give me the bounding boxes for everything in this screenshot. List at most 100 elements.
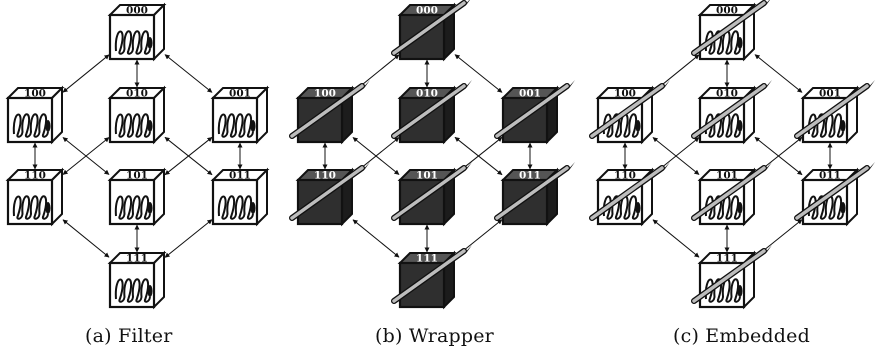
cube-embedded-011: 011 bbox=[794, 162, 875, 227]
spring-icon bbox=[602, 113, 639, 138]
cube-side-face bbox=[51, 167, 63, 227]
lattice-figure: 000 100 010 001 110 101 011 111 000 100 010 001 110 1… bbox=[5, 0, 875, 310]
wand-tip-icon bbox=[565, 162, 575, 173]
wand-icon bbox=[290, 166, 364, 220]
cube-side-face bbox=[256, 167, 268, 227]
cube-label: 001 bbox=[519, 88, 541, 100]
wand-icon bbox=[692, 166, 766, 220]
wand-tip-icon bbox=[762, 80, 772, 91]
cube-label: 001 bbox=[229, 88, 251, 100]
cube-wrapper-100: 100 bbox=[289, 80, 370, 145]
spring-icon bbox=[704, 30, 741, 55]
spring-icon bbox=[12, 195, 49, 220]
cube-label: 010 bbox=[716, 88, 738, 100]
edge-embedded-000-001 bbox=[754, 54, 803, 93]
spring-end-icon bbox=[635, 120, 641, 132]
cube-side-face bbox=[153, 250, 165, 310]
cube-embedded-001: 001 bbox=[794, 80, 875, 145]
wand-icon bbox=[795, 84, 869, 138]
cube-filter-010: 010 bbox=[107, 85, 167, 145]
cube-wrapper-010: 010 bbox=[391, 80, 472, 145]
cube-filter-011: 011 bbox=[210, 167, 270, 227]
cube-filter-000: 000 bbox=[107, 2, 167, 62]
cube-label: 110 bbox=[24, 170, 46, 182]
cube-label: 101 bbox=[716, 170, 738, 182]
cube-filter-110: 110 bbox=[5, 167, 65, 227]
cube-embedded-000: 000 bbox=[691, 0, 770, 62]
cube-label: 110 bbox=[614, 170, 636, 182]
spring-end-icon bbox=[635, 202, 641, 214]
cube-wrapper-110: 110 bbox=[289, 162, 370, 227]
wand-tip-icon bbox=[360, 80, 370, 91]
cube-side-face bbox=[153, 2, 165, 62]
cube-side-face bbox=[51, 85, 63, 145]
cube-label: 010 bbox=[416, 88, 438, 100]
spring-end-icon bbox=[840, 202, 846, 214]
spring-icon bbox=[114, 113, 151, 138]
spring-icon bbox=[704, 195, 741, 220]
wand-icon bbox=[495, 84, 569, 138]
cube-label: 100 bbox=[614, 88, 636, 100]
cube-embedded-110: 110 bbox=[589, 162, 670, 227]
cube-filter-111: 111 bbox=[107, 250, 167, 310]
cube-label: 000 bbox=[416, 5, 438, 17]
spring-end-icon bbox=[737, 37, 743, 49]
edge-filter-010-110 bbox=[62, 137, 110, 175]
spring-end-icon bbox=[147, 120, 153, 132]
caption-embedded: (c) Embedded bbox=[673, 325, 810, 347]
edge-wrapper-110-111 bbox=[352, 219, 400, 258]
cube-embedded-111: 111 bbox=[691, 245, 772, 310]
edge-wrapper-000-001 bbox=[454, 54, 503, 93]
cube-wrapper-001: 001 bbox=[494, 80, 575, 145]
spring-end-icon bbox=[250, 120, 256, 132]
edge-embedded-110-111 bbox=[652, 219, 700, 258]
cube-label: 011 bbox=[819, 170, 841, 182]
cube-front-face bbox=[296, 96, 344, 144]
spring-end-icon bbox=[147, 37, 153, 49]
spring-end-icon bbox=[147, 285, 153, 297]
cube-label: 010 bbox=[126, 88, 148, 100]
cube-label: 110 bbox=[314, 170, 336, 182]
wand-icon bbox=[392, 1, 466, 55]
wand-tip-icon bbox=[762, 245, 772, 256]
cube-label: 111 bbox=[126, 253, 148, 265]
cube-wrapper-101: 101 bbox=[391, 162, 472, 227]
wand-tip-icon bbox=[462, 80, 472, 91]
spring-end-icon bbox=[840, 120, 846, 132]
edge-filter-001-101 bbox=[164, 136, 213, 176]
spring-end-icon bbox=[45, 120, 51, 132]
cube-embedded-100: 100 bbox=[589, 80, 670, 145]
edge-filter-000-100 bbox=[62, 54, 110, 93]
wand-icon bbox=[692, 84, 766, 138]
wand-icon bbox=[290, 84, 364, 138]
wand-icon bbox=[692, 249, 766, 303]
cube-label: 000 bbox=[126, 5, 148, 17]
spring-icon bbox=[704, 278, 741, 303]
wand-icon bbox=[795, 166, 869, 220]
wand-tip-icon bbox=[462, 162, 472, 173]
cube-label: 101 bbox=[416, 170, 438, 182]
cube-embedded-010: 010 bbox=[691, 80, 772, 145]
edge-filter-110-111 bbox=[62, 219, 110, 258]
spring-icon bbox=[217, 113, 254, 138]
cube-side-face bbox=[256, 85, 268, 145]
cube-filter-100: 100 bbox=[5, 85, 65, 145]
cube-label: 011 bbox=[519, 170, 541, 182]
wand-tip-icon bbox=[462, 245, 472, 256]
wand-tip-icon bbox=[660, 162, 670, 173]
cube-side-face bbox=[153, 85, 165, 145]
cube-filter-001: 001 bbox=[210, 85, 270, 145]
wand-tip-icon bbox=[660, 80, 670, 91]
cube-wrapper-000: 000 bbox=[391, 0, 470, 62]
spring-icon bbox=[807, 195, 844, 220]
wand-tip-icon bbox=[865, 162, 875, 173]
spring-icon bbox=[704, 113, 741, 138]
wand-tip-icon bbox=[865, 80, 875, 91]
cube-wrapper-011: 011 bbox=[494, 162, 575, 227]
cube-label: 111 bbox=[716, 253, 738, 265]
cube-filter-101: 101 bbox=[107, 167, 167, 227]
spring-end-icon bbox=[737, 202, 743, 214]
edge-filter-011-111 bbox=[164, 219, 213, 258]
cube-label: 001 bbox=[819, 88, 841, 100]
spring-end-icon bbox=[250, 202, 256, 214]
